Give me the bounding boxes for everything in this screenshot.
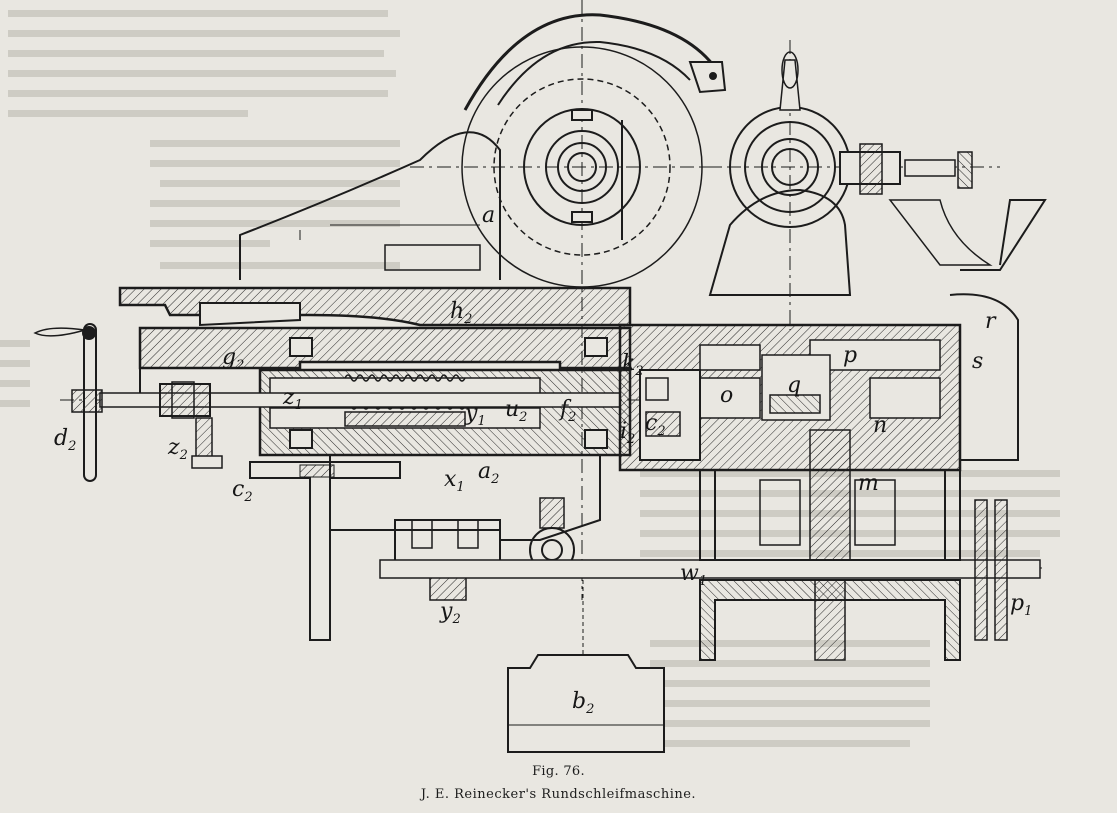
label-i2: i2	[620, 419, 635, 447]
label-y2: y2	[439, 599, 461, 627]
figure-number: Fig. 76.	[532, 764, 585, 779]
label-g2: g2	[222, 345, 244, 373]
label-s: s	[972, 349, 983, 374]
label-a: a	[482, 203, 495, 228]
label-o: o	[720, 383, 733, 408]
label-x1: x1	[444, 467, 465, 495]
label-c2-upper: c2	[645, 411, 666, 439]
label-n: n	[873, 413, 887, 438]
figure-caption: J. E. Reinecker's Rundschleifmaschine.	[420, 787, 697, 802]
label-r: r	[985, 309, 997, 334]
label-u2: u2	[505, 397, 527, 425]
label-a2: a2	[478, 459, 499, 487]
label-w1: w1	[680, 561, 707, 589]
label-y1: y1	[464, 401, 486, 429]
label-b2: b2	[572, 689, 594, 717]
label-k2: k2	[622, 351, 644, 379]
label-q: q	[787, 373, 801, 398]
label-z1: z1	[282, 385, 303, 413]
label-p: p	[843, 343, 857, 368]
label-p1: p1	[1010, 591, 1032, 619]
label-c2: c2	[232, 477, 253, 505]
label-m: m	[858, 471, 879, 496]
label-h2: h2	[450, 299, 472, 327]
label-d2: d2	[54, 426, 76, 454]
label-z2: z2	[167, 435, 188, 463]
